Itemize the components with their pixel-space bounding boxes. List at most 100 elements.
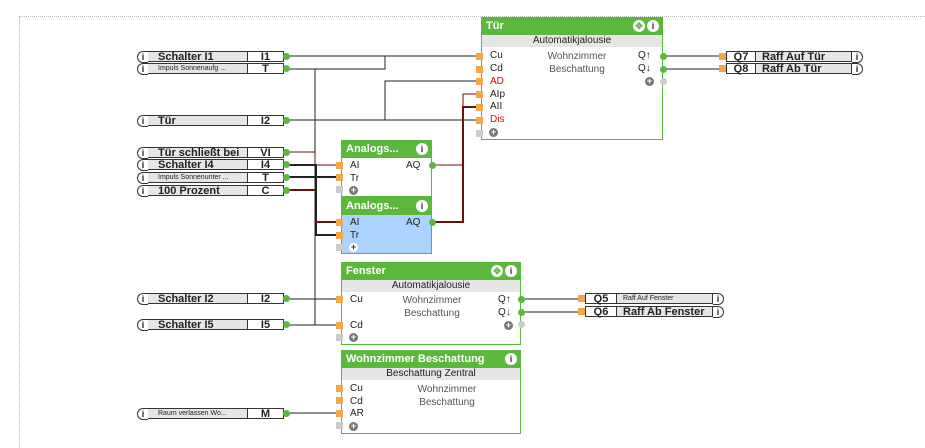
input-port[interactable] xyxy=(476,117,483,124)
empty-port[interactable] xyxy=(518,321,525,328)
output-port[interactable] xyxy=(283,187,290,194)
input-terminal[interactable]: i Raum verlassen Wo... M xyxy=(137,408,290,420)
empty-port[interactable] xyxy=(336,186,343,193)
info-icon[interactable]: i xyxy=(647,20,659,32)
info-icon[interactable]: i xyxy=(852,63,863,75)
info-icon[interactable]: i xyxy=(713,306,724,318)
output-port[interactable] xyxy=(283,53,290,60)
info-icon[interactable]: i xyxy=(137,63,148,75)
output-terminal[interactable]: Q8 Raff Ab Tür i xyxy=(719,63,863,75)
info-icon[interactable]: i xyxy=(137,159,148,171)
block-type: Automatikjalousie xyxy=(482,35,662,47)
output-port[interactable] xyxy=(429,219,436,226)
info-icon[interactable]: i xyxy=(416,143,428,155)
input-port[interactable] xyxy=(336,397,343,404)
input-port[interactable] xyxy=(336,174,343,181)
info-icon[interactable]: i xyxy=(137,172,148,184)
info-icon[interactable]: i xyxy=(137,51,148,63)
input-port[interactable] xyxy=(336,219,343,226)
empty-port[interactable] xyxy=(476,130,483,137)
empty-port[interactable] xyxy=(336,422,343,429)
input-name: Tür xyxy=(148,115,248,126)
input-terminal[interactable]: i Impuls Sonnenaufg ... T xyxy=(137,63,290,75)
output-port[interactable] xyxy=(429,162,436,169)
output-terminal[interactable]: Q7 Raff Auf Tür i xyxy=(719,51,863,63)
block-fenster[interactable]: Fenster ✥i Automatikjalousie Cu Cd + Woh… xyxy=(341,262,521,345)
info-icon[interactable]: i xyxy=(137,147,148,159)
input-port[interactable] xyxy=(719,53,726,60)
block-type: Automatikjalousie xyxy=(342,280,520,292)
add-input-icon[interactable]: + xyxy=(349,242,358,252)
output-port[interactable] xyxy=(283,321,290,328)
output-port[interactable] xyxy=(518,309,525,316)
input-port[interactable] xyxy=(336,385,343,392)
input-label: Cu xyxy=(350,294,363,305)
output-port[interactable] xyxy=(283,117,290,124)
output-port[interactable] xyxy=(283,149,290,156)
input-port[interactable] xyxy=(336,296,343,303)
input-port[interactable] xyxy=(578,308,585,315)
info-icon[interactable]: i xyxy=(137,185,148,197)
info-icon[interactable]: i xyxy=(137,319,148,331)
input-port[interactable] xyxy=(476,53,483,60)
info-icon[interactable]: i xyxy=(852,51,863,63)
empty-port[interactable] xyxy=(336,334,343,341)
block-wohnzimmer-beschattung[interactable]: Wohnzimmer Beschattung i Beschattung Zen… xyxy=(341,350,521,434)
info-icon[interactable]: i xyxy=(137,293,148,305)
empty-port[interactable] xyxy=(660,78,667,85)
move-icon[interactable]: ✥ xyxy=(491,265,503,277)
input-terminal[interactable]: i Impuls Sonnenunter ... T xyxy=(137,172,290,184)
output-port[interactable] xyxy=(660,66,667,73)
add-input-icon[interactable]: + xyxy=(349,185,358,195)
block-tuer[interactable]: Tür ✥i Automatikjalousie Cu Cd AD AIp AI… xyxy=(481,17,663,140)
add-output-icon[interactable]: + xyxy=(504,320,513,330)
move-icon[interactable]: ✥ xyxy=(633,20,645,32)
output-terminal[interactable]: Q5 Raff Auf Fenster i xyxy=(578,293,724,305)
output-port[interactable] xyxy=(283,174,290,181)
add-input-icon[interactable]: + xyxy=(489,127,498,137)
add-input-icon[interactable]: + xyxy=(349,332,358,342)
info-icon[interactable]: i xyxy=(713,293,724,305)
info-icon[interactable]: i xyxy=(505,353,517,365)
output-port[interactable] xyxy=(660,53,667,60)
block-analog-1[interactable]: Analogs... i AI Tr AQ + xyxy=(341,140,432,197)
output-port[interactable] xyxy=(283,410,290,417)
input-port[interactable] xyxy=(476,78,483,85)
input-port[interactable] xyxy=(476,91,483,98)
input-port[interactable] xyxy=(476,104,483,111)
output-port[interactable] xyxy=(283,161,290,168)
wire xyxy=(282,151,342,166)
input-port[interactable] xyxy=(476,66,483,73)
input-label: Cu xyxy=(490,50,503,61)
input-terminal[interactable]: i Schalter I1 I1 xyxy=(137,51,290,63)
info-icon[interactable]: i xyxy=(416,200,428,212)
output-port[interactable] xyxy=(518,296,525,303)
empty-port[interactable] xyxy=(336,244,343,251)
input-terminal[interactable]: i Schalter I2 I2 xyxy=(137,293,290,305)
input-terminal[interactable]: i 100 Prozent C xyxy=(137,185,290,197)
input-terminal[interactable]: i Tür schließt bei VI xyxy=(137,147,290,159)
add-output-icon[interactable]: + xyxy=(645,76,654,86)
output-port[interactable] xyxy=(283,65,290,72)
input-port[interactable] xyxy=(336,322,343,329)
input-port[interactable] xyxy=(719,65,726,72)
input-port[interactable] xyxy=(336,232,343,239)
output-port[interactable] xyxy=(283,295,290,302)
input-terminal[interactable]: i Schalter I4 I4 xyxy=(137,159,290,171)
output-name: Raff Ab Tür xyxy=(756,63,852,74)
input-label: AI xyxy=(350,217,360,228)
input-port[interactable] xyxy=(336,410,343,417)
block-desc: Wohnzimmer xyxy=(417,384,477,395)
info-icon[interactable]: i xyxy=(137,408,148,420)
add-input-icon[interactable]: + xyxy=(349,421,358,431)
input-port[interactable] xyxy=(578,295,585,302)
input-name: Schalter I1 xyxy=(148,51,248,62)
info-icon[interactable]: i xyxy=(137,115,148,127)
block-analog-2[interactable]: Analogs... i AI Tr AQ + xyxy=(341,197,432,254)
input-terminal[interactable]: i Tür I2 xyxy=(137,115,290,127)
input-port[interactable] xyxy=(336,162,343,169)
info-icon[interactable]: i xyxy=(505,265,517,277)
output-terminal[interactable]: Q6 Raff Ab Fenster i xyxy=(578,306,724,318)
input-terminal[interactable]: i Schalter I5 I5 xyxy=(137,319,290,331)
